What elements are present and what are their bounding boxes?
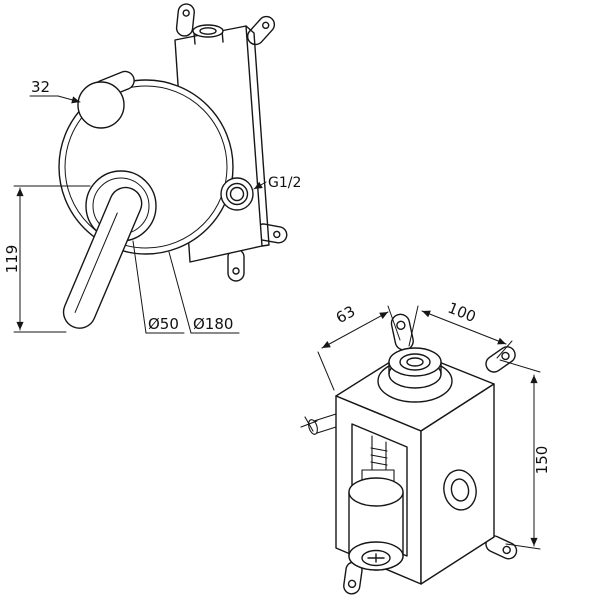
- mounting-ear: [246, 15, 276, 46]
- front-view: [58, 3, 288, 329]
- ext-line: [387, 305, 401, 341]
- dim-knob-label: 32: [31, 78, 50, 96]
- cartridge-cylinder: [348, 477, 404, 571]
- ext-line: [496, 340, 513, 359]
- dim-lever-label: 119: [3, 245, 21, 274]
- mounting-ear: [390, 313, 414, 351]
- inlet-port-g12: [220, 177, 254, 211]
- leader-knob-arrow: [57, 95, 81, 104]
- dim-line-63: [321, 311, 389, 349]
- left-spindle: [300, 413, 337, 435]
- ext-line: [499, 359, 541, 373]
- top-port-iso: [377, 347, 453, 403]
- iso-view: [300, 313, 518, 595]
- escutcheon-plate-inner-edge: [64, 85, 228, 249]
- lever-handle: [62, 170, 157, 329]
- leader-handle-dia: [132, 240, 147, 334]
- dim-depth-label: 63: [333, 302, 358, 327]
- top-outlet-port: [192, 24, 224, 45]
- dim-handle-dia-label: Ø50: [148, 315, 179, 333]
- dim-plate-dia-label: Ø180: [193, 315, 233, 333]
- mounting-ear: [485, 346, 516, 373]
- dim-height-label: 150: [533, 446, 551, 475]
- ext-line: [408, 305, 419, 347]
- mounting-ear: [175, 3, 195, 37]
- leader-plate-dia: [168, 251, 192, 334]
- ext-line: [317, 351, 335, 391]
- ext-line: [505, 543, 541, 550]
- leader-thread: [253, 181, 267, 190]
- diverter-knob: [77, 70, 135, 129]
- dimension-lines: [13, 95, 541, 550]
- mounting-ear: [227, 248, 245, 282]
- dim-line-100: [421, 310, 507, 345]
- dim-thread-label: G1/2: [268, 175, 301, 191]
- side-port-iso: [443, 469, 477, 511]
